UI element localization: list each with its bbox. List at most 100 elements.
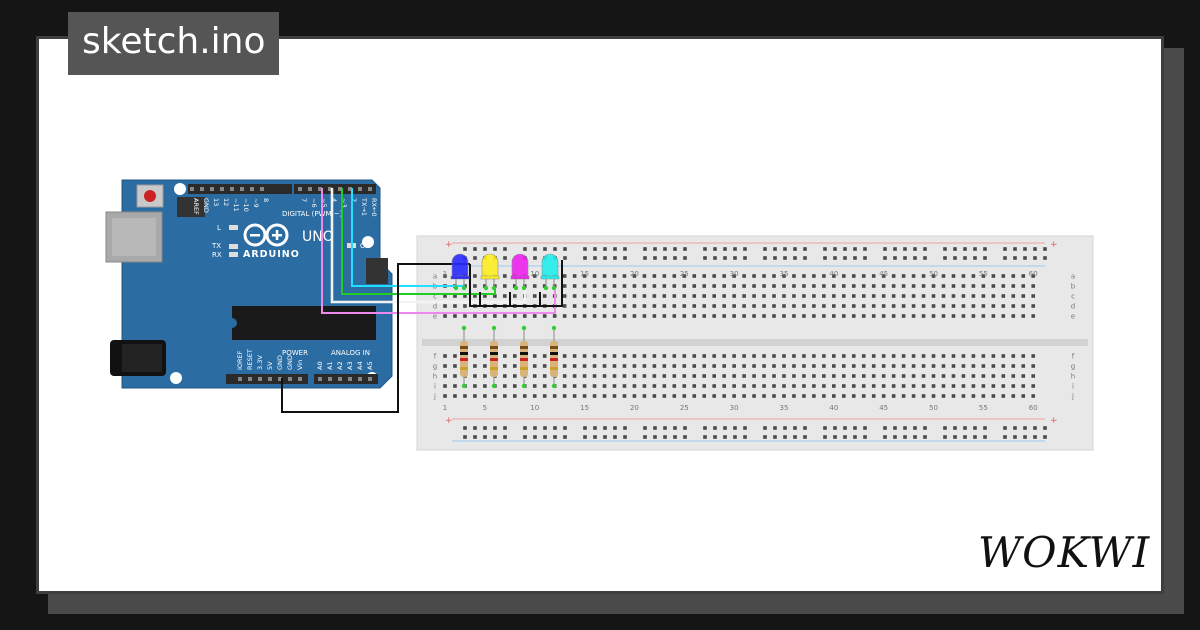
breadboard-hole[interactable]: [682, 364, 687, 368]
breadboard-hole[interactable]: [732, 384, 736, 388]
breadboard-hole[interactable]: [822, 384, 826, 388]
breadboard-hole[interactable]: [443, 354, 447, 358]
breadboard-hole[interactable]: [592, 364, 597, 368]
breadboard-hole[interactable]: [702, 314, 707, 318]
header-pin-hole[interactable]: [328, 377, 332, 381]
breadboard-hole[interactable]: [782, 274, 786, 278]
breadboard-hole[interactable]: [632, 304, 637, 308]
breadboard-hole[interactable]: [493, 247, 497, 251]
breadboard-hole[interactable]: [903, 435, 907, 439]
breadboard-hole[interactable]: [803, 426, 807, 430]
breadboard-hole[interactable]: [772, 394, 776, 398]
breadboard-hole[interactable]: [1033, 247, 1037, 251]
breadboard-hole[interactable]: [792, 314, 796, 318]
breadboard-hole[interactable]: [583, 256, 587, 260]
breadboard-hole[interactable]: [1031, 394, 1036, 398]
breadboard-hole[interactable]: [562, 364, 567, 368]
breadboard-hole[interactable]: [622, 384, 627, 388]
breadboard-hole[interactable]: [512, 284, 517, 288]
breadboard-hole[interactable]: [842, 374, 846, 378]
breadboard-hole[interactable]: [891, 314, 896, 318]
breadboard-hole[interactable]: [871, 364, 876, 368]
breadboard-hole[interactable]: [871, 374, 876, 378]
breadboard-hole[interactable]: [632, 314, 637, 318]
breadboard-hole[interactable]: [622, 374, 627, 378]
breadboard-hole[interactable]: [532, 364, 537, 368]
breadboard-hole[interactable]: [532, 284, 537, 288]
breadboard-hole[interactable]: [861, 284, 866, 288]
breadboard-hole[interactable]: [851, 374, 856, 378]
breadboard-hole[interactable]: [1043, 426, 1047, 430]
breadboard-hole[interactable]: [823, 426, 827, 430]
breadboard-hole[interactable]: [961, 274, 966, 278]
breadboard-hole[interactable]: [762, 284, 766, 288]
breadboard-hole[interactable]: [812, 294, 816, 298]
resistor-group[interactable]: [460, 325, 558, 389]
breadboard-hole[interactable]: [732, 304, 736, 308]
breadboard-hole[interactable]: [752, 274, 756, 278]
breadboard-hole[interactable]: [503, 314, 507, 318]
wire-gnd-bus[interactable]: [469, 260, 563, 307]
breadboard-hole[interactable]: [613, 247, 617, 251]
breadboard-hole[interactable]: [712, 354, 716, 358]
breadboard-hole[interactable]: [981, 274, 986, 278]
breadboard-hole[interactable]: [991, 284, 996, 288]
breadboard-hole[interactable]: [822, 394, 826, 398]
breadboard-hole[interactable]: [443, 384, 447, 388]
resistor-pin[interactable]: [491, 383, 497, 389]
breadboard-hole[interactable]: [632, 274, 637, 278]
breadboard-hole[interactable]: [663, 435, 667, 439]
breadboard-hole[interactable]: [562, 394, 567, 398]
breadboard-hole[interactable]: [762, 364, 766, 368]
breadboard-hole[interactable]: [793, 247, 797, 251]
breadboard-hole[interactable]: [572, 384, 577, 388]
breadboard-hole[interactable]: [893, 247, 897, 251]
breadboard-hole[interactable]: [543, 426, 547, 430]
breadboard-hole[interactable]: [1033, 256, 1037, 260]
breadboard-hole[interactable]: [503, 274, 507, 278]
breadboard-hole[interactable]: [722, 354, 726, 358]
breadboard-hole[interactable]: [881, 274, 886, 278]
breadboard-hole[interactable]: [752, 394, 756, 398]
breadboard-hole[interactable]: [953, 435, 957, 439]
breadboard-hole[interactable]: [582, 314, 587, 318]
breadboard-hole[interactable]: [953, 426, 957, 430]
breadboard-hole[interactable]: [991, 314, 996, 318]
breadboard-hole[interactable]: [991, 394, 996, 398]
breadboard-hole[interactable]: [812, 394, 816, 398]
breadboard-hole[interactable]: [602, 284, 607, 288]
breadboard-hole[interactable]: [503, 364, 507, 368]
breadboard-hole[interactable]: [851, 304, 856, 308]
breadboard-hole[interactable]: [963, 256, 967, 260]
breadboard-hole[interactable]: [823, 256, 827, 260]
breadboard-hole[interactable]: [523, 426, 527, 430]
breadboard-hole[interactable]: [453, 354, 457, 358]
reset-button-cap[interactable]: [144, 190, 156, 202]
breadboard-hole[interactable]: [692, 284, 697, 288]
breadboard-hole[interactable]: [572, 374, 577, 378]
breadboard-hole[interactable]: [632, 384, 637, 388]
breadboard-hole[interactable]: [443, 274, 447, 278]
breadboard-hole[interactable]: [572, 394, 577, 398]
breadboard-hole[interactable]: [812, 364, 816, 368]
breadboard-hole[interactable]: [473, 284, 477, 288]
breadboard-hole[interactable]: [473, 435, 477, 439]
breadboard-hole[interactable]: [723, 435, 727, 439]
breadboard-hole[interactable]: [793, 435, 797, 439]
breadboard-hole[interactable]: [722, 294, 726, 298]
breadboard-hole[interactable]: [503, 294, 507, 298]
breadboard-hole[interactable]: [981, 364, 986, 368]
breadboard-hole[interactable]: [732, 274, 736, 278]
breadboard-hole[interactable]: [463, 304, 467, 308]
breadboard-hole[interactable]: [722, 374, 726, 378]
resistor-pin[interactable]: [551, 325, 557, 331]
breadboard-hole[interactable]: [951, 364, 956, 368]
breadboard-hole[interactable]: [673, 435, 677, 439]
breadboard-hole[interactable]: [493, 314, 497, 318]
breadboard-hole[interactable]: [732, 364, 736, 368]
breadboard-hole[interactable]: [473, 314, 477, 318]
breadboard-hole[interactable]: [732, 394, 736, 398]
resistor-pin[interactable]: [461, 325, 467, 331]
breadboard-hole[interactable]: [911, 314, 916, 318]
breadboard-hole[interactable]: [881, 364, 886, 368]
